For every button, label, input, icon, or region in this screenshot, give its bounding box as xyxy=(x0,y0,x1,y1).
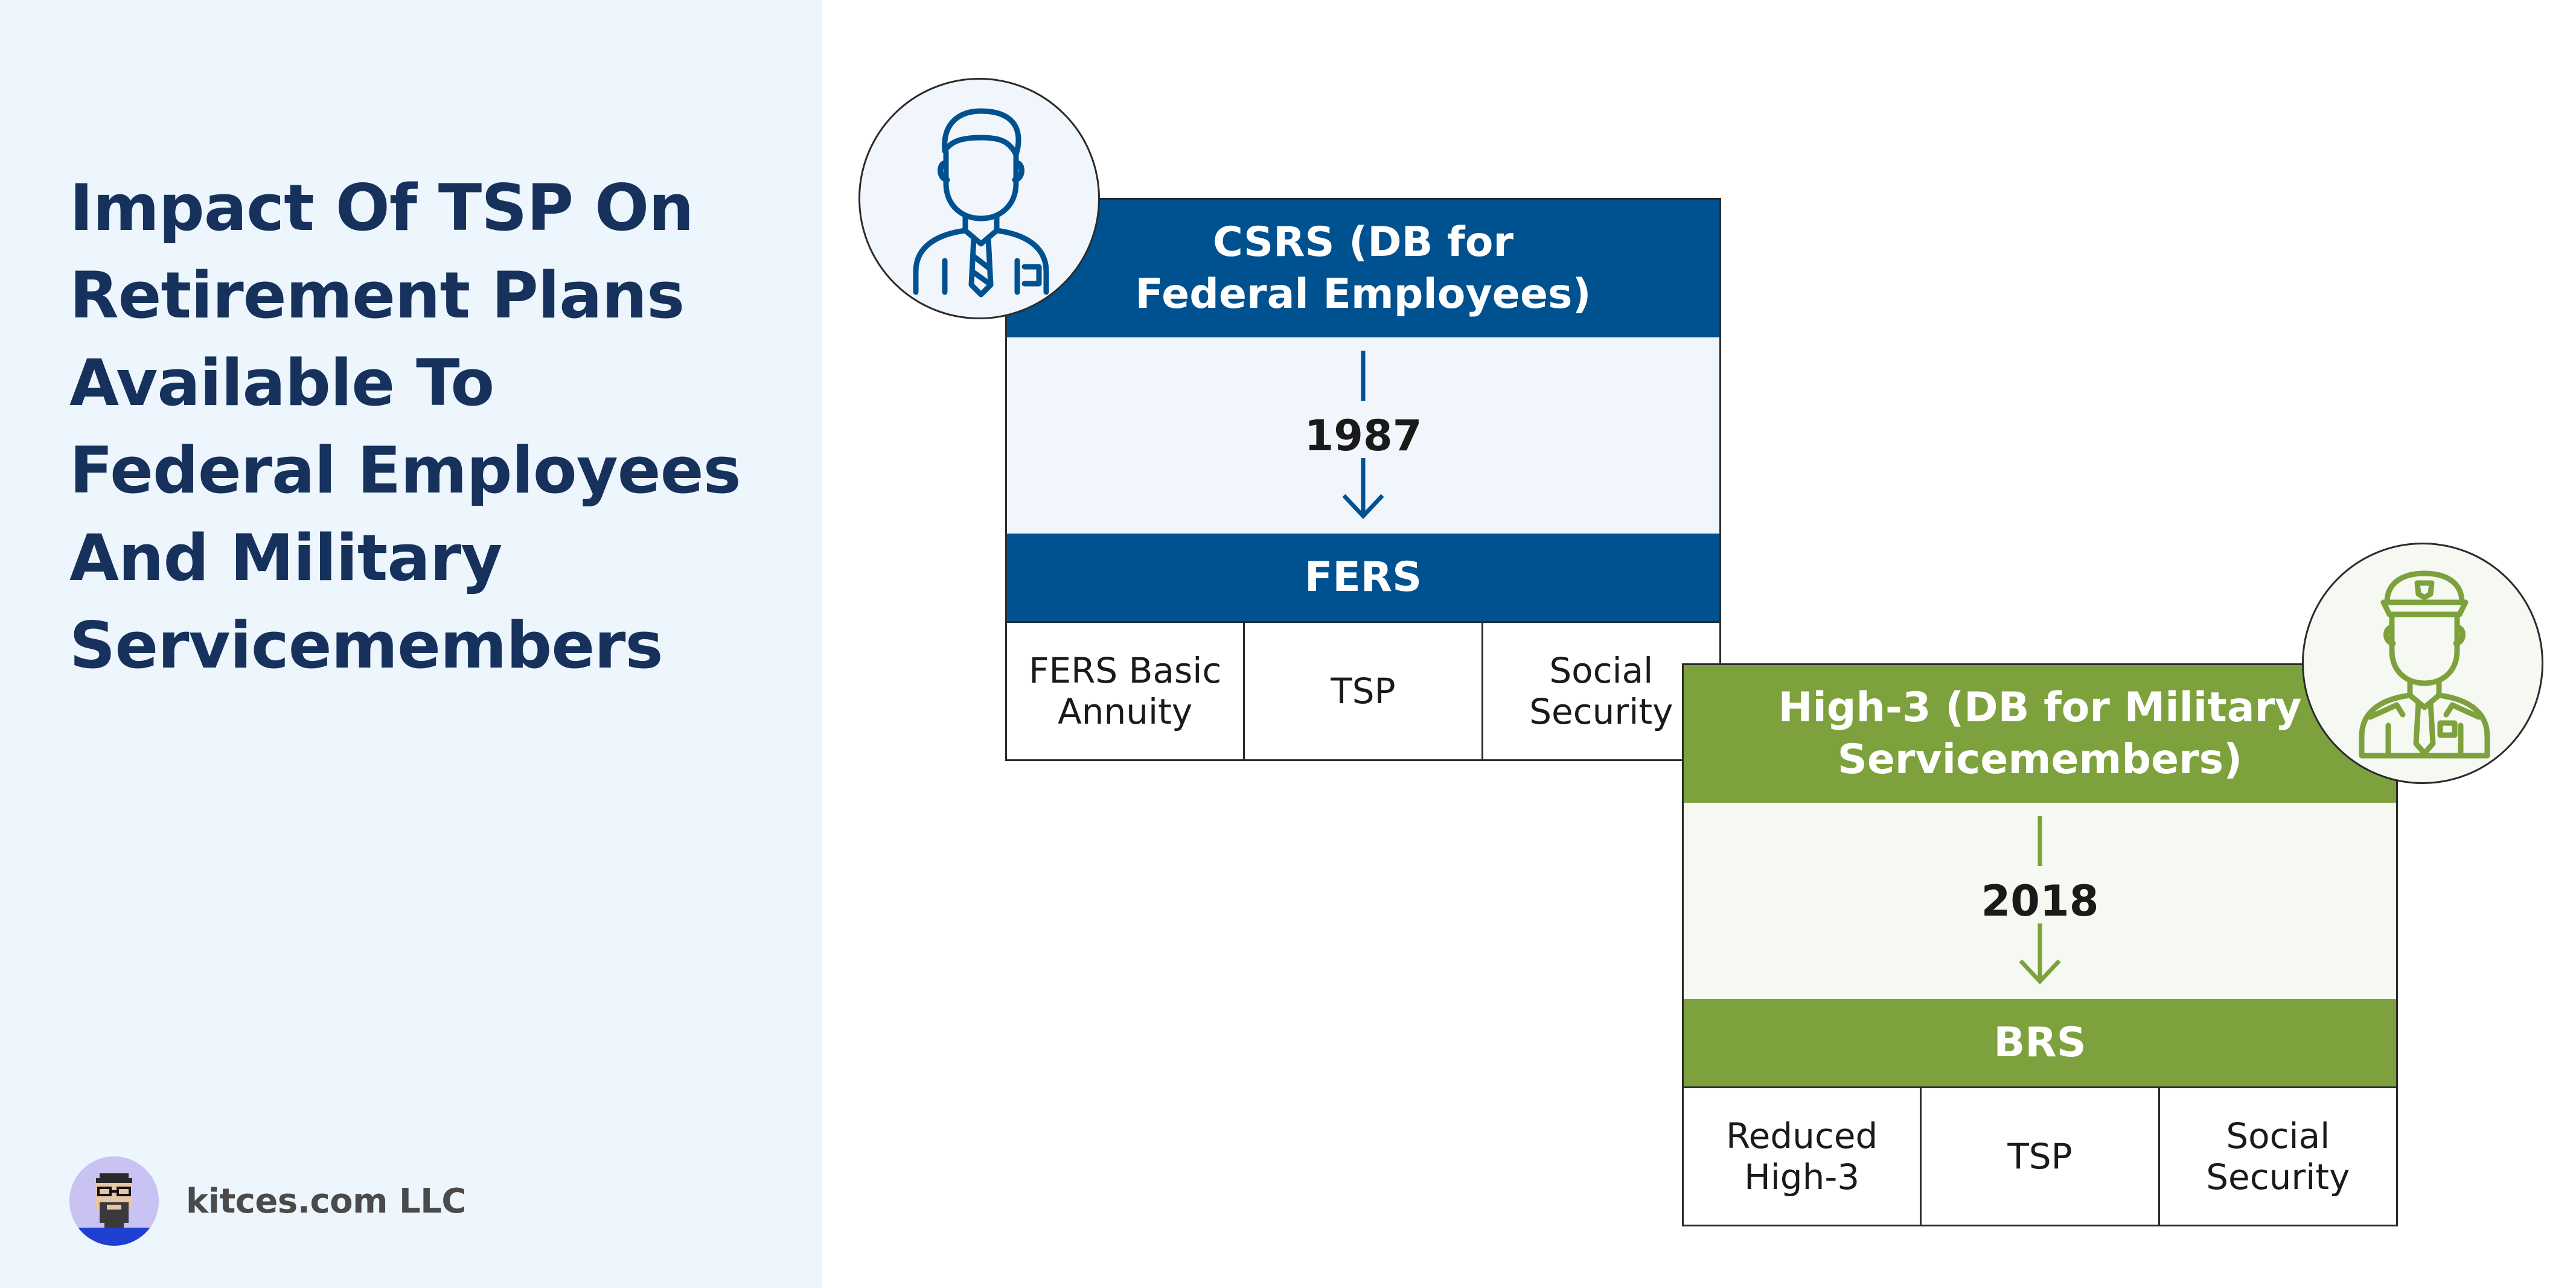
header-line: High-3 (DB for Military xyxy=(1778,684,2302,732)
title-line: Available To xyxy=(69,346,494,420)
title-line: Servicemembers xyxy=(69,608,663,683)
military-new-plan: BRS xyxy=(1684,999,2396,1086)
component-cell: Social Security xyxy=(1481,623,1719,759)
component-cell: TSP xyxy=(1243,623,1481,759)
header-line: Federal Employees) xyxy=(1135,270,1591,318)
cell-line: TSP xyxy=(1331,671,1396,712)
federal-transition-year: 1987 xyxy=(1304,411,1422,461)
component-cell: FERS Basic Annuity xyxy=(1007,623,1243,759)
component-cell: TSP xyxy=(1920,1088,2158,1225)
federal-plan-diagram: CSRS (DB for Federal Employees) 1987 FER… xyxy=(1005,198,1721,761)
cell-line: Reduced xyxy=(1725,1115,1878,1156)
cell-line: FERS Basic xyxy=(1029,650,1222,691)
military-plan-diagram: High-3 (DB for Military Servicemembers) … xyxy=(1682,663,2398,1226)
title-line: Federal Employees xyxy=(69,433,741,508)
federal-legacy-plan-header: CSRS (DB for Federal Employees) xyxy=(1007,200,1719,337)
cell-line: Annuity xyxy=(1058,691,1193,732)
brand-name: kitces.com LLC xyxy=(186,1181,466,1221)
sidebar-panel: Impact Of TSP On Retirement Plans Availa… xyxy=(0,0,822,1288)
title-line: Impact Of TSP On xyxy=(69,171,694,245)
header-line: CSRS (DB for xyxy=(1212,218,1513,266)
cell-line: Social xyxy=(2226,1115,2330,1156)
component-cell: Reduced High-3 xyxy=(1684,1088,1920,1225)
cell-line: Social xyxy=(1549,650,1654,691)
cell-line: TSP xyxy=(2007,1136,2073,1177)
pixel-avatar-icon xyxy=(69,1156,159,1246)
title-line: Retirement Plans xyxy=(69,258,685,333)
military-transition: 2018 xyxy=(1684,803,2396,999)
military-transition-year: 2018 xyxy=(1981,876,2099,926)
page-title: Impact Of TSP On Retirement Plans Availa… xyxy=(69,164,812,689)
federal-components: FERS Basic Annuity TSP Social Security xyxy=(1007,621,1719,759)
businessman-icon xyxy=(858,78,1100,319)
down-arrow-icon xyxy=(2019,816,2061,985)
soldier-icon xyxy=(2302,543,2543,784)
down-arrow-icon xyxy=(1342,351,1384,520)
header-line: Servicemembers) xyxy=(1837,736,2243,783)
title-line: And Military xyxy=(69,521,502,595)
military-components: Reduced High-3 TSP Social Security xyxy=(1684,1086,2396,1225)
federal-transition: 1987 xyxy=(1007,337,1719,534)
brand: kitces.com LLC xyxy=(69,1156,466,1246)
component-cell: Social Security xyxy=(2158,1088,2396,1225)
military-legacy-plan-header: High-3 (DB for Military Servicemembers) xyxy=(1684,665,2396,803)
cell-line: High-3 xyxy=(1744,1156,1860,1197)
cell-line: Security xyxy=(1529,691,1673,732)
cell-line: Security xyxy=(2206,1156,2350,1197)
federal-new-plan: FERS xyxy=(1007,534,1719,621)
